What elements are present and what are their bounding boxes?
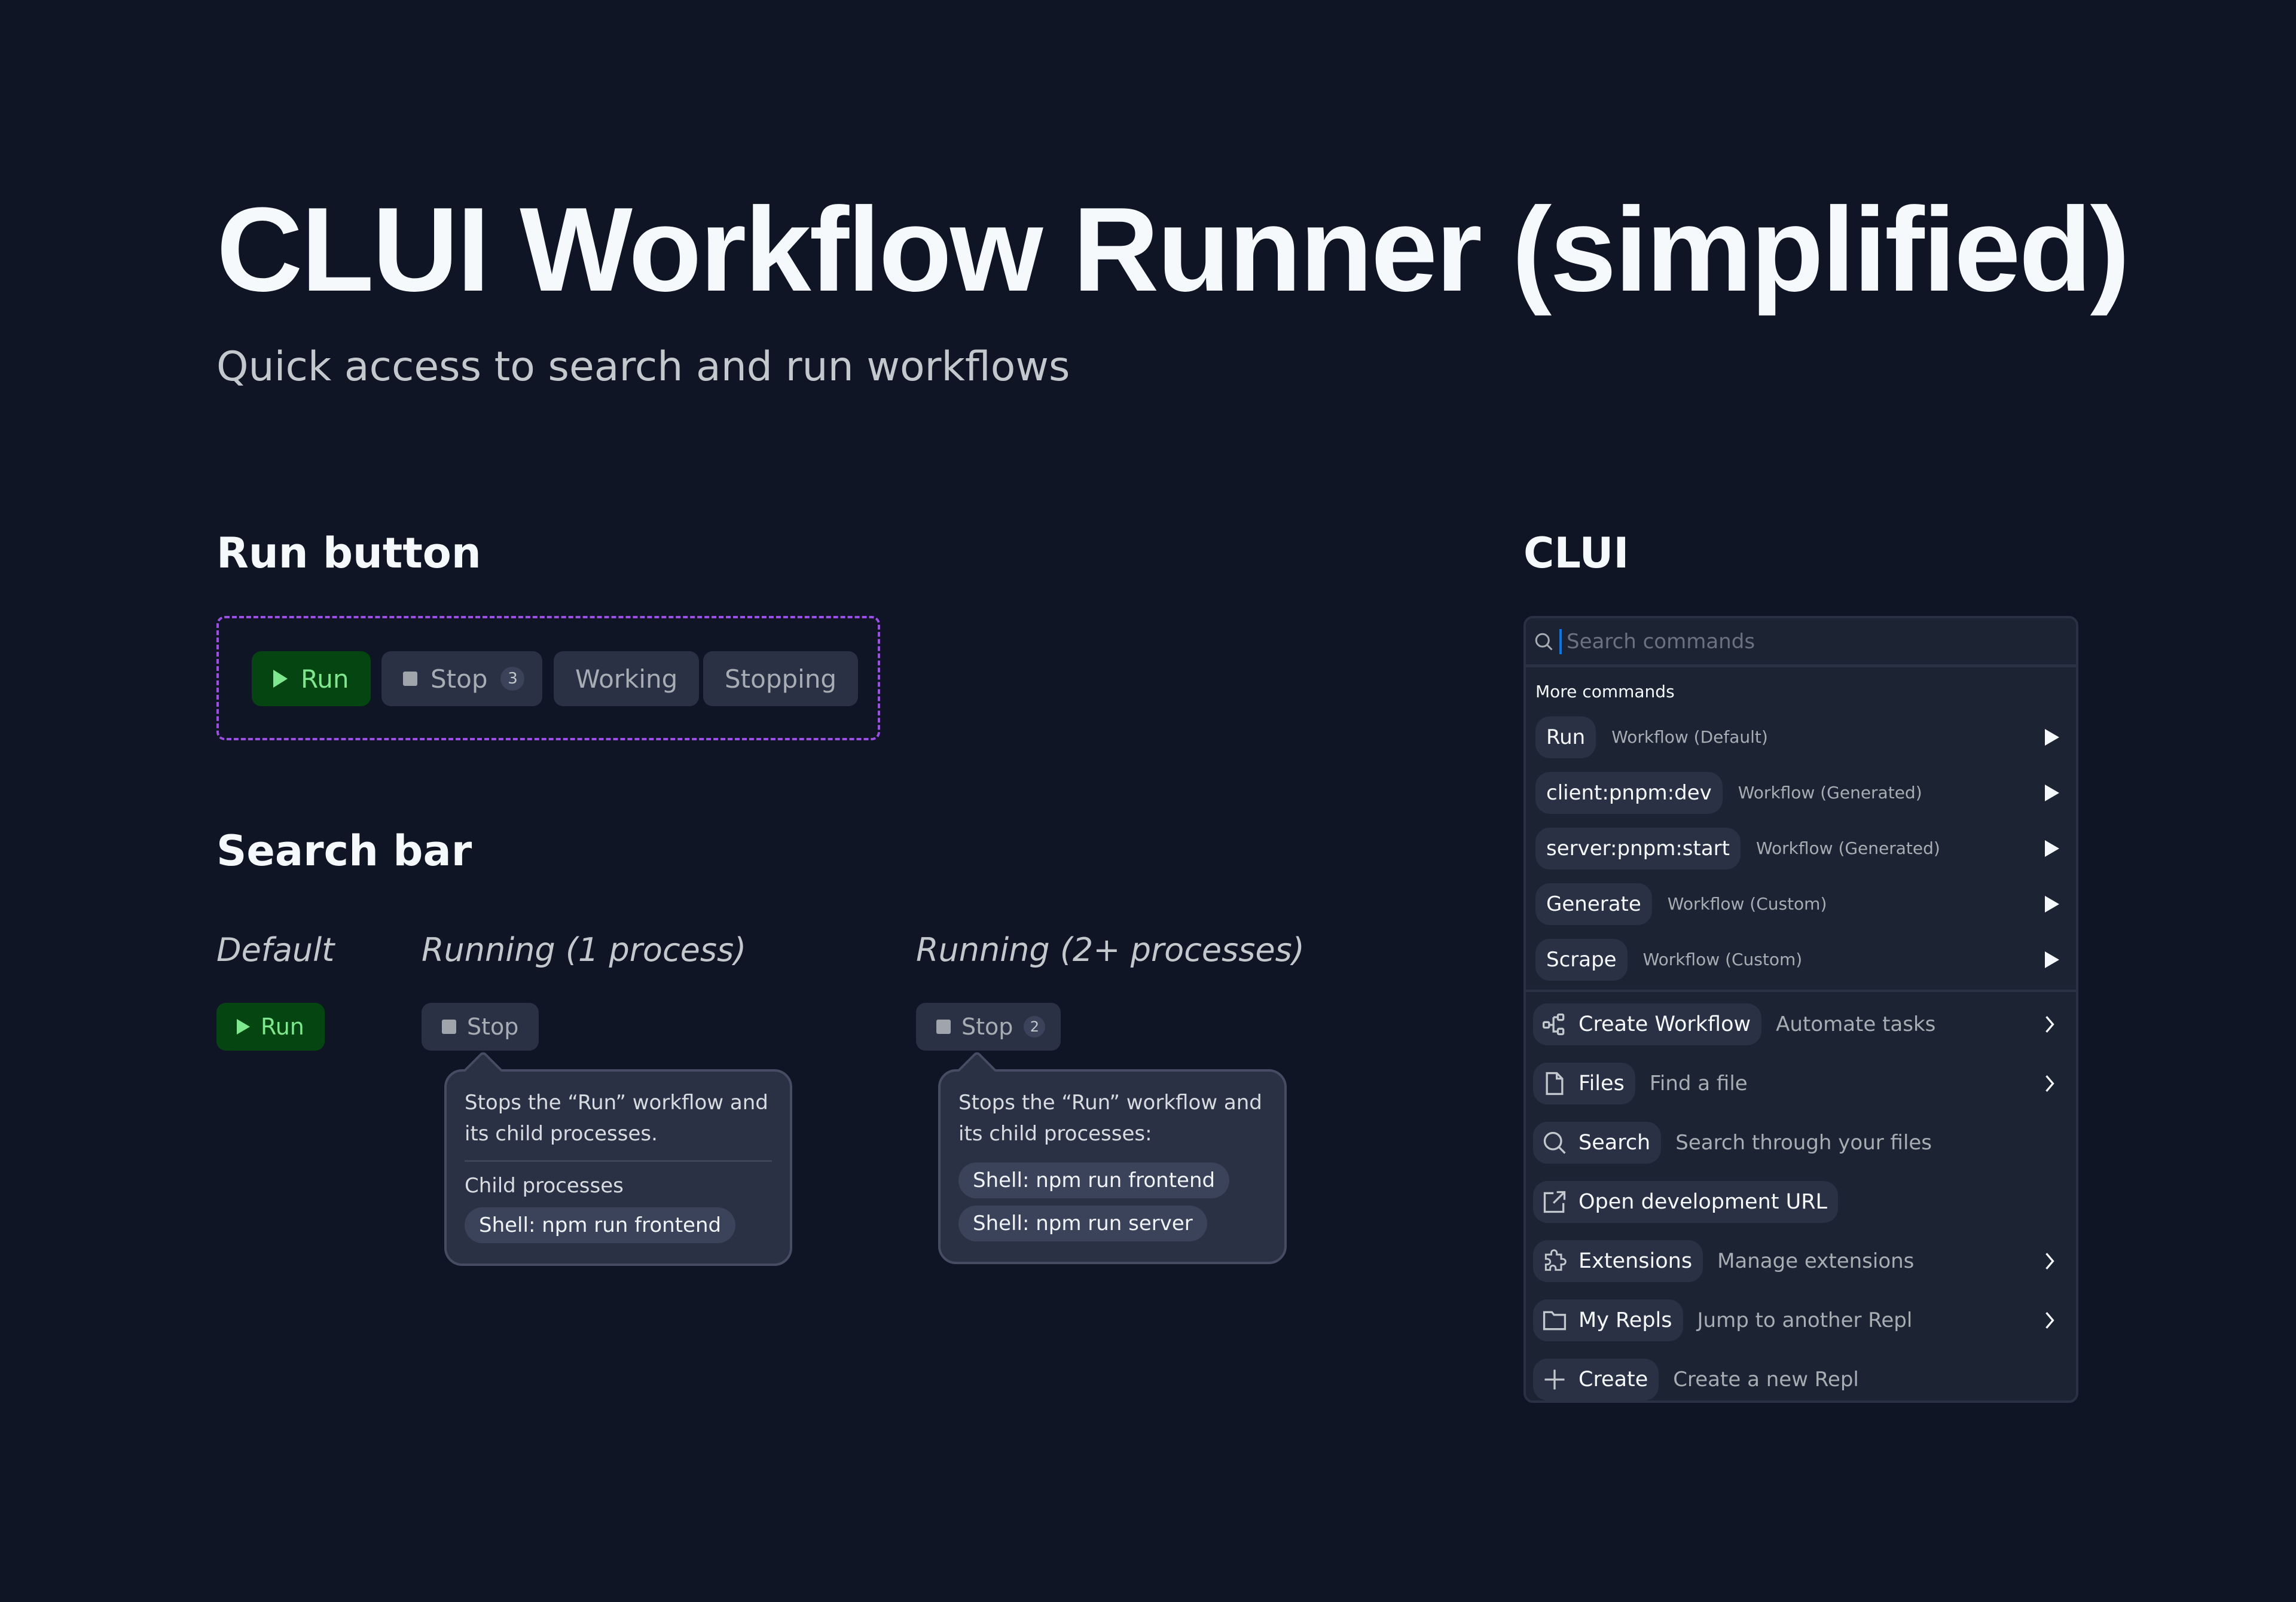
workflow-type: Workflow (Default) — [1611, 727, 1768, 747]
action-description: Find a file — [1649, 1071, 1748, 1096]
run-button-section-title: Run button — [216, 529, 481, 578]
tooltip-description: Stops the “Run” workflow and its child p… — [465, 1091, 768, 1146]
workflow-name: server:pnpm:start — [1535, 827, 1741, 869]
chevron-right-icon — [2045, 1015, 2054, 1033]
workflow-item[interactable]: Generate Workflow (Custom) — [1526, 876, 2076, 932]
play-icon[interactable] — [2045, 728, 2059, 746]
workflow-type: Workflow (Generated) — [1738, 783, 1922, 802]
state-label-running-many: Running (2+ processes) — [916, 931, 1305, 969]
action-name: Search — [1578, 1130, 1651, 1155]
stopping-button[interactable]: Stopping — [703, 651, 859, 706]
folder-icon — [1543, 1311, 1567, 1330]
chevron-right-icon — [2045, 1252, 2054, 1270]
state-label-default: Default — [216, 931, 335, 969]
plus-icon — [1544, 1369, 1565, 1389]
chevron-right-icon — [2045, 1075, 2054, 1092]
workflow-item[interactable]: Scrape Workflow (Custom) — [1526, 932, 2076, 987]
stop-button-many-processes[interactable]: Stop 2 — [916, 1003, 1061, 1051]
run-button-variants-frame — [216, 616, 880, 740]
action-item-open-dev-url[interactable]: Open development URL — [1526, 1172, 2076, 1231]
workflow-icon — [1543, 1013, 1565, 1035]
child-process-pill: Shell: npm run server — [958, 1206, 1207, 1241]
action-item-my-repls[interactable]: My Repls Jump to another Repl — [1526, 1290, 2076, 1350]
tooltip-description: Stops the “Run” workflow and its child p… — [958, 1091, 1262, 1146]
process-count-badge: 3 — [500, 667, 525, 691]
search-icon — [1543, 1131, 1566, 1154]
section-divider — [1526, 990, 2076, 992]
stop-button-label: Stop — [467, 1014, 519, 1040]
puzzle-icon — [1544, 1249, 1567, 1271]
process-count-badge: 2 — [1024, 1016, 1046, 1038]
action-item-files[interactable]: Files Find a file — [1526, 1054, 2076, 1113]
action-description: Search through your files — [1675, 1130, 1932, 1155]
action-name: Create Workflow — [1578, 1012, 1751, 1036]
workflow-name: Run — [1535, 716, 1596, 758]
file-icon — [1546, 1072, 1564, 1095]
stop-icon — [403, 672, 417, 686]
chevron-right-icon — [2045, 1311, 2054, 1329]
stop-button-one-process[interactable]: Stop — [422, 1003, 539, 1051]
child-process-pill: Shell: npm run frontend — [465, 1207, 736, 1243]
action-name: Open development URL — [1578, 1189, 1828, 1214]
workflow-type: Workflow (Custom) — [1642, 950, 1803, 969]
working-button-label: Working — [575, 664, 678, 694]
child-process-pill: Shell: npm run frontend — [958, 1162, 1230, 1198]
stop-button[interactable]: Stop 3 — [381, 651, 543, 706]
clui-search-bar[interactable] — [1526, 618, 2076, 667]
workflow-item[interactable]: server:pnpm:start Workflow (Generated) — [1526, 820, 2076, 876]
play-icon — [273, 670, 288, 688]
action-item-search[interactable]: Search Search through your files — [1526, 1113, 2076, 1172]
search-icon — [1533, 631, 1555, 652]
workflow-item[interactable]: client:pnpm:dev Workflow (Generated) — [1526, 765, 2076, 820]
more-commands-label: More commands — [1535, 682, 1675, 701]
play-icon[interactable] — [2045, 784, 2059, 801]
stop-icon — [442, 1020, 456, 1034]
action-description: Jump to another Repl — [1697, 1308, 1913, 1332]
stop-tooltip-one-process: Stops the “Run” workflow and its child p… — [444, 1069, 792, 1266]
tooltip-divider — [465, 1160, 772, 1162]
search-commands-input[interactable] — [1567, 629, 2021, 654]
workflow-item[interactable]: Run Workflow (Default) — [1526, 709, 2076, 765]
play-icon — [237, 1019, 250, 1035]
workflow-name: Generate — [1535, 883, 1652, 925]
workflow-name: client:pnpm:dev — [1535, 771, 1723, 814]
run-button-default[interactable]: Run — [216, 1003, 325, 1051]
action-name: Files — [1578, 1071, 1625, 1096]
clui-section-title: CLUI — [1523, 529, 1629, 578]
run-button-label: Run — [301, 664, 349, 694]
play-icon[interactable] — [2045, 951, 2059, 968]
workflow-type: Workflow (Generated) — [1755, 838, 1940, 858]
action-description: Automate tasks — [1776, 1012, 1936, 1036]
text-cursor — [1559, 628, 1562, 654]
run-button[interactable]: Run — [252, 651, 371, 706]
workflow-type: Workflow (Custom) — [1667, 894, 1827, 914]
action-description: Manage extensions — [1717, 1249, 1915, 1273]
search-bar-section-title: Search bar — [216, 826, 472, 875]
action-description: Create a new Repl — [1673, 1367, 1859, 1392]
run-button-label: Run — [261, 1014, 304, 1040]
stop-icon — [936, 1020, 951, 1034]
action-item-extensions[interactable]: Extensions Manage extensions — [1526, 1231, 2076, 1290]
action-item-create-workflow[interactable]: Create Workflow Automate tasks — [1526, 994, 2076, 1054]
action-name: Extensions — [1578, 1249, 1693, 1273]
stop-button-label: Stop — [961, 1014, 1013, 1040]
stop-button-label: Stop — [430, 664, 488, 694]
stop-tooltip-many-processes: Stops the “Run” workflow and its child p… — [938, 1069, 1287, 1264]
tooltip-subheading: Child processes — [465, 1174, 624, 1198]
action-name: My Repls — [1578, 1308, 1672, 1332]
play-icon[interactable] — [2045, 840, 2059, 857]
page-subtitle: Quick access to search and run workflows — [216, 343, 1070, 390]
workflow-name: Scrape — [1535, 938, 1628, 981]
external-link-icon — [1543, 1191, 1566, 1213]
clui-command-palette: More commands Run Workflow (Default) cli… — [1523, 616, 2078, 1403]
action-item-create[interactable]: Create Create a new Repl — [1526, 1350, 2076, 1400]
page-title: CLUI Workflow Runner (simplified) — [216, 183, 2130, 316]
working-button[interactable]: Working — [554, 651, 700, 706]
play-icon[interactable] — [2045, 895, 2059, 913]
action-name: Create — [1578, 1367, 1648, 1392]
state-label-running-one: Running (1 process) — [422, 931, 747, 969]
stopping-button-label: Stopping — [725, 664, 837, 694]
